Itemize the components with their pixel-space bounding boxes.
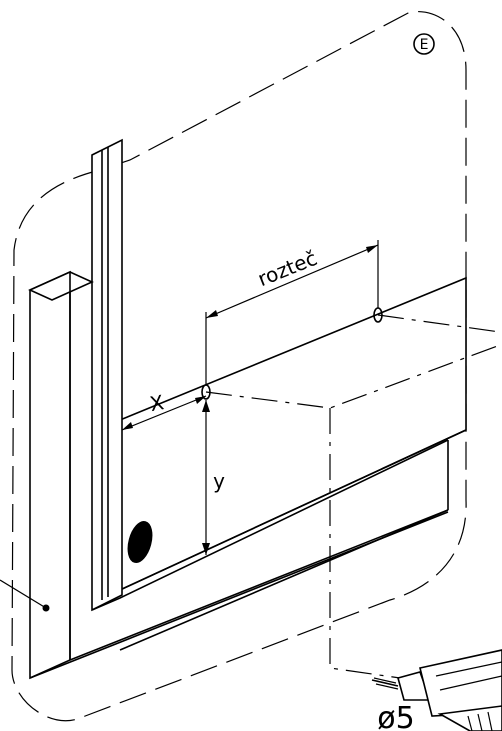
detail-marker: E (413, 33, 435, 55)
back-panel (119, 276, 467, 651)
x-dimension: X (121, 390, 207, 431)
y-dimension: y (202, 400, 225, 555)
center-line-2 (377, 314, 501, 333)
side-panel (91, 138, 449, 612)
drill-diameter-label: ø5 (377, 701, 414, 731)
leader-callout (0, 579, 50, 612)
drill-icon (371, 649, 502, 731)
front-board (28, 270, 449, 680)
detail-boundary (11, 10, 467, 722)
x-label: X (148, 390, 166, 416)
large-hole (127, 521, 153, 563)
y-label: y (213, 469, 225, 493)
detail-marker-label: E (420, 37, 429, 53)
center-line-1 (205, 344, 501, 409)
pitch-label: rozteč (254, 246, 320, 291)
